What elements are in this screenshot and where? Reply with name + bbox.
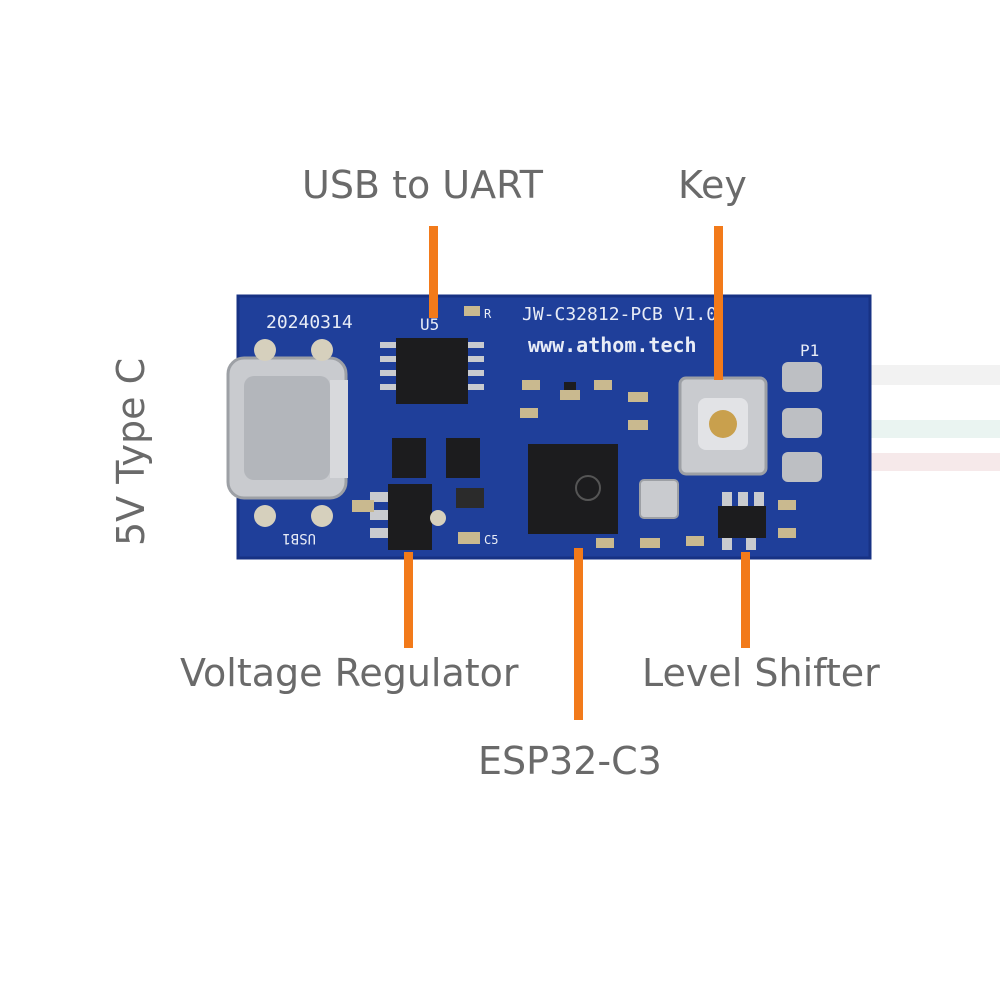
header-pads-p1 [782, 362, 822, 482]
usb-c-connector [226, 339, 348, 527]
leader-esp32-c3 [574, 548, 583, 720]
label-usb-to-uart: USB to UART [302, 163, 543, 207]
transistors [392, 438, 480, 478]
label-type-c: 5V Type C [109, 357, 153, 546]
label-voltage-regulator: Voltage Regulator [180, 651, 519, 695]
silk-u5: U5 [420, 315, 439, 334]
leader-key [714, 226, 723, 380]
silk-date: 20240314 [266, 312, 353, 333]
leader-level-shifter [741, 552, 750, 648]
crystal [639, 479, 679, 519]
usb-uart-chip [380, 338, 484, 404]
silk-board-id: JW-C32812-PCB V1.0 [522, 304, 717, 325]
silk-p1: P1 [800, 341, 819, 360]
esp32-c3-chip [528, 444, 618, 534]
silk-website: www.athom.tech [528, 333, 697, 357]
leader-usb-to-uart [429, 226, 438, 318]
silk-r: R [484, 307, 492, 321]
silk-usb1: USB1 [282, 530, 316, 546]
label-esp32-c3: ESP32-C3 [478, 739, 662, 783]
label-level-shifter: Level Shifter [642, 651, 880, 695]
voltage-regulator-chip [370, 484, 446, 550]
leader-voltage-regulator [404, 552, 413, 648]
passive-components [352, 306, 796, 548]
label-key: Key [678, 163, 747, 207]
cable-wires [860, 365, 1000, 471]
level-shifter-chip [718, 492, 766, 550]
silk-c5: C5 [484, 533, 498, 547]
push-button-key [678, 376, 768, 476]
